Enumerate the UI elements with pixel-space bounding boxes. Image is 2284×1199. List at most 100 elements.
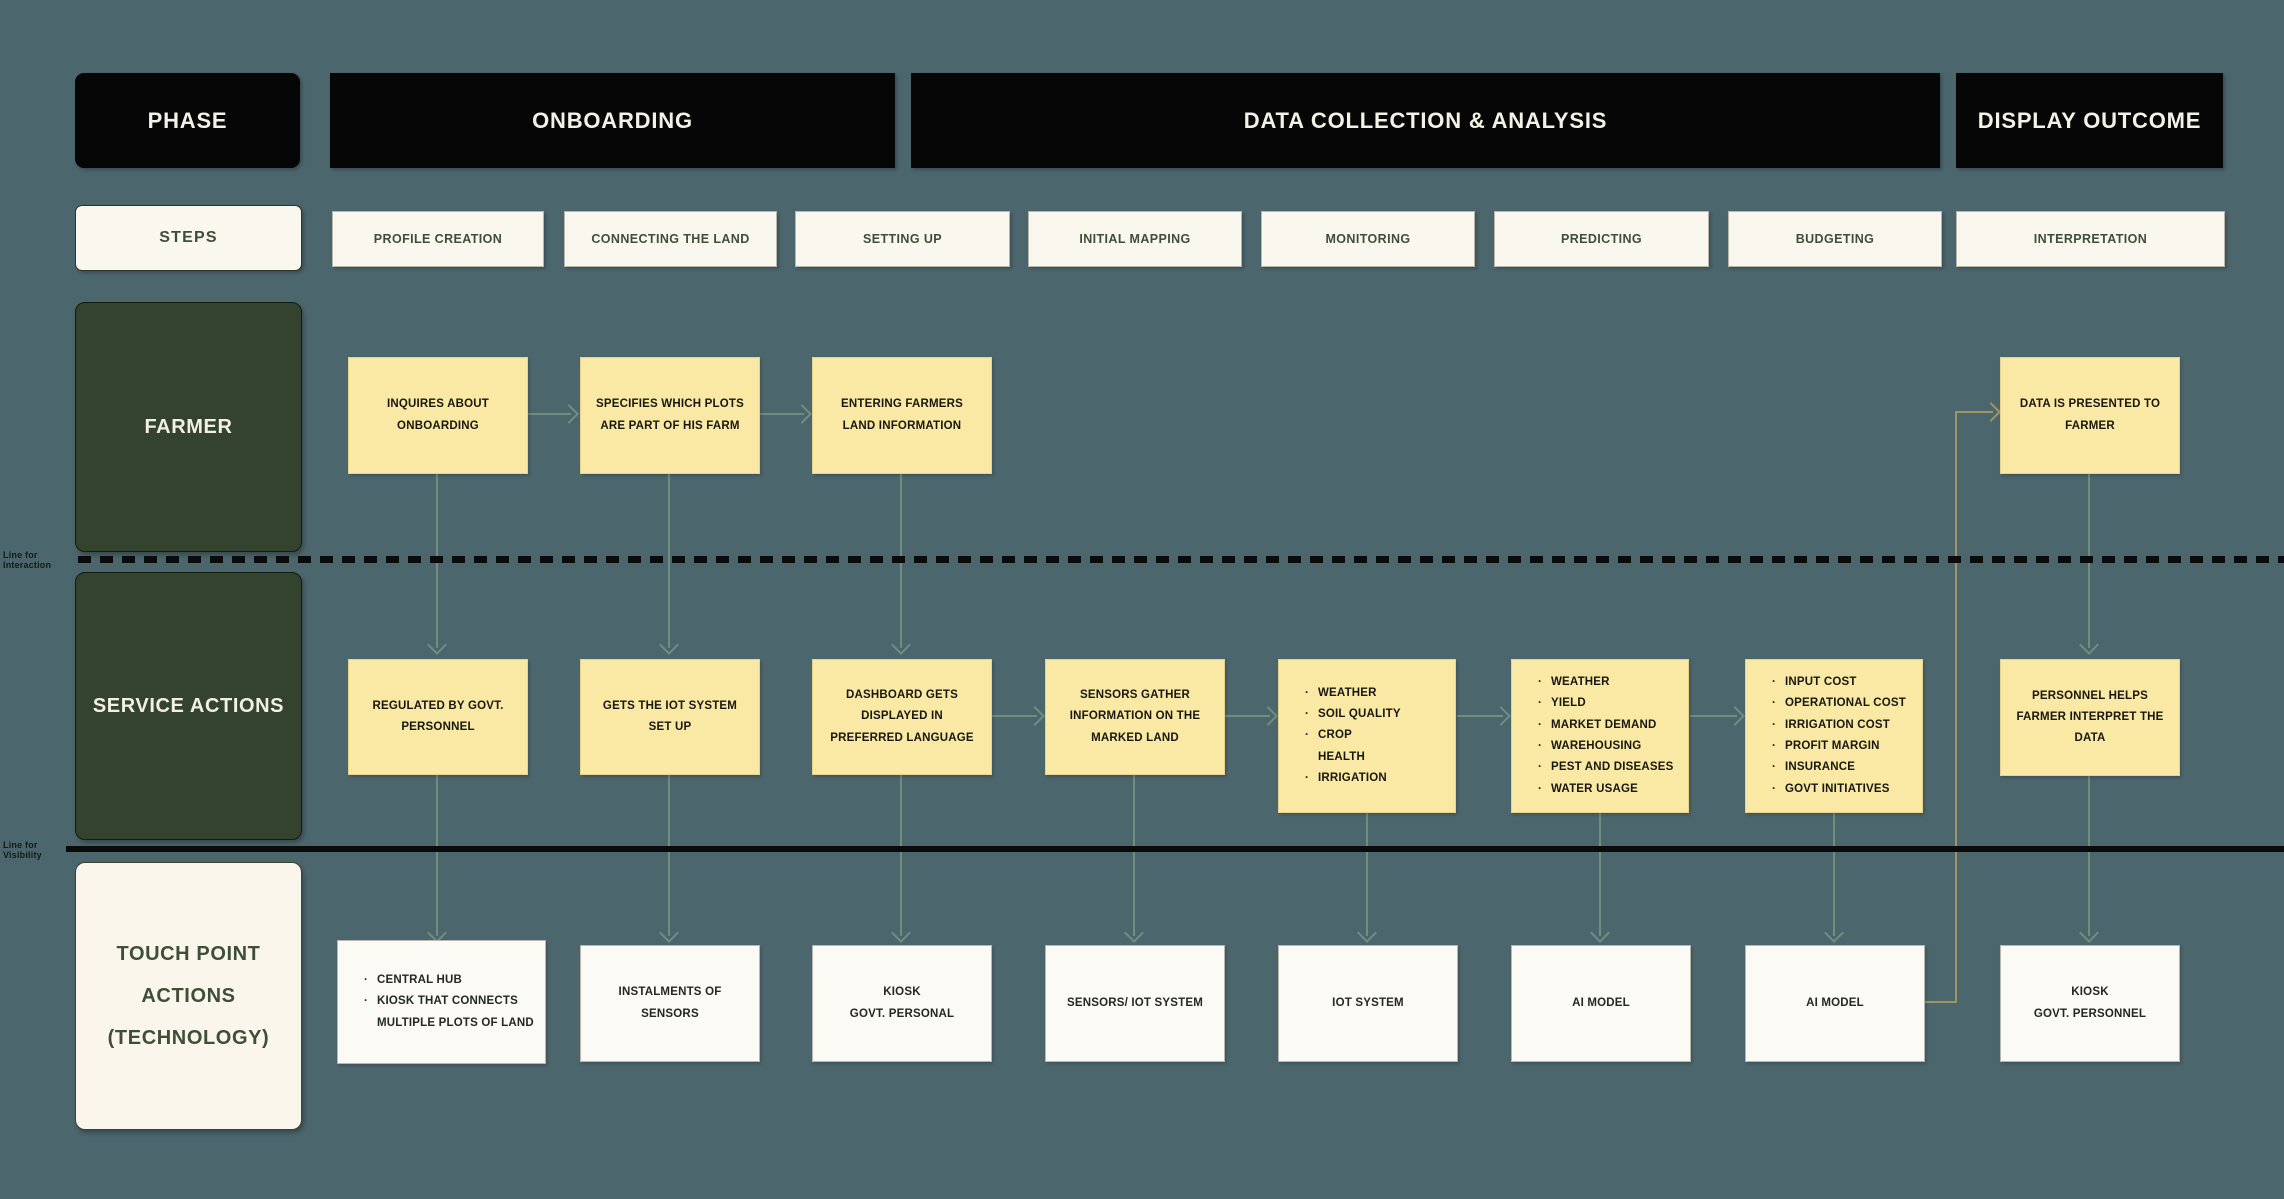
arrowhead-down-icon [1124,923,1144,943]
list-item: ·OPERATIONAL COST [1772,693,1906,714]
step-profile-creation: PROFILE CREATION [332,211,544,267]
service-note-dashboard-language: DASHBOARD GETS DISPLAYED IN PREFERRED LA… [812,659,992,775]
steps-header-cell: STEPS [75,205,302,271]
feedback-line-bottom-segment [1924,1001,1957,1004]
arrowhead-right-icon [1258,706,1278,726]
list-item-text: WEATHER [1318,686,1377,699]
bullet-dot-icon: · [1538,761,1543,774]
bullet-dot-icon: · [1772,740,1777,752]
line-of-interaction [78,556,2284,563]
step-predicting: PREDICTING [1494,211,1709,267]
list-item-text: INSURANCE [1785,761,1856,774]
farmer-note-specifies-plots: SPECIFIES WHICH PLOTS ARE PART OF HIS FA… [580,357,760,474]
list-item-text: CROP HEALTH [1318,729,1365,763]
touch-note-instalments-sensors: INSTALMENTS OF SENSORS [580,945,760,1062]
bullet-dot-icon: · [364,995,369,1008]
step-monitoring: MONITORING [1261,211,1475,267]
list-item: · PROFIT MARGIN [1772,736,1880,757]
connector-service-touch-col3 [900,773,903,936]
touch-note-kiosk-personnel: KIOSK GOVT. PERSONNEL [2000,945,2180,1062]
arrowhead-down-icon [2079,923,2099,943]
service-note-sensors-gather: SENSORS GATHER INFORMATION ON THE MARKED… [1045,659,1225,775]
list-item-text: MARKET DEMAND [1551,718,1657,731]
arrow-monitoring-to-predicting [1457,715,1503,718]
phase-onboarding: ONBOARDING [330,73,895,168]
touch-note-ai-model-budgeting: AI MODEL [1745,945,1925,1062]
list-item-text: WATER USAGE [1551,782,1638,795]
list-item: · WAREHOUSING [1538,736,1641,757]
arrowhead-down-icon [659,635,679,655]
arrow-sensors-to-monitoring [1224,715,1270,718]
line-for-interaction-label: Line for Interaction [3,550,52,570]
feedback-arrowhead-right-icon [1981,402,2001,422]
list-item: · MARKET DEMAND [1538,715,1656,736]
list-item: ·YIELD [1538,693,1586,714]
touch-note-iot-system: IOT SYSTEM [1278,945,1458,1062]
list-item: · IRRIGATION COST [1772,715,1890,736]
bullet-dot-icon: · [1772,761,1777,774]
list-item-text: KIOSK THAT CONNECTS MULTIPLE PLOTS OF LA… [377,995,534,1029]
farmer-note-data-presented: DATA IS PRESENTED TO FARMER [2000,357,2180,474]
farmer-note-entering-land-info: ENTERING FARMERS LAND INFORMATION [812,357,992,474]
bullet-dot-icon: · [364,974,369,987]
list-item: ·WEATHER [1538,672,1610,693]
phase-data-collection: DATA COLLECTION & ANALYSIS [911,73,1940,168]
service-note-monitoring-list: ·WEATHER · SOIL QUALITY ·CROP HEALTH · IRR… [1278,659,1456,813]
list-item-text: WAREHOUSING [1551,740,1642,752]
list-item-text: IRRIGATION COST [1785,718,1891,731]
list-item-text: WEATHER [1551,676,1610,689]
bullet-dot-icon: · [1538,740,1543,752]
bullet-dot-icon: · [1772,676,1777,689]
lane-farmer: FARMER [75,302,302,552]
bullet-dot-icon: · [1305,771,1310,784]
connector-service-touch-col6 [1599,813,1602,936]
connector-service-touch-col8 [2088,773,2091,936]
arrowhead-down-icon [1357,923,1377,943]
service-note-regulated: REGULATED BY GOVT. PERSONNEL [348,659,528,775]
bullet-dot-icon: · [1305,708,1310,721]
lane-service-actions: SERVICE ACTIONS [75,572,302,840]
arrow-inquires-to-specifies [527,413,571,416]
bullet-dot-icon: · [1772,718,1777,731]
phase-display-outcome: DISPLAY OUTCOME [1956,73,2223,168]
step-connecting-the-land: CONNECTING THE LAND [564,211,777,267]
list-item: ·WEATHER [1305,683,1377,704]
connector-service-touch-col2 [668,773,671,936]
list-item-text: IRRIGATION [1318,771,1387,784]
step-interpretation: INTERPRETATION [1956,211,2225,267]
bullet-dot-icon: · [1538,718,1543,731]
list-item: · INPUT COST [1772,672,1857,693]
list-item: · KIOSK THAT CONNECTS MULTIPLE PLOTS OF L… [364,991,534,1034]
list-item-text: SOIL QUALITY [1318,708,1401,721]
connector-service-touch-col5 [1366,813,1369,936]
service-note-predicting-list: ·WEATHER ·YIELD ·MARKET DEMAND ·WAREHOUS… [1511,659,1689,813]
touch-note-ai-model-predicting: AI MODEL [1511,945,1691,1062]
feedback-line-vertical-segment [1955,411,1958,1003]
farmer-note-inquires: INQUIRES ABOUT ONBOARDING [348,357,528,474]
arrowhead-down-icon [2079,635,2099,655]
service-note-personnel-interpret: PERSONNEL HELPS FARMER INTERPRET THE DAT… [2000,659,2180,776]
touch-note-central-hub-list: · CENTRAL HUB · KIOSK THAT CONNECTS MULTIP… [337,940,546,1064]
list-item: ·GOVT INITIATIVES [1772,779,1890,800]
arrowhead-down-icon [891,923,911,943]
arrow-dashboard-to-sensors [991,715,1037,718]
arrowhead-down-icon [1824,923,1844,943]
feedback-line-top-segment [1955,411,1993,414]
list-item-text: PROFIT MARGIN [1785,740,1880,752]
bullet-dot-icon: · [1772,697,1777,710]
list-item-text: GOVT INITIATIVES [1785,782,1890,795]
list-item: ·CROP HEALTH [1305,725,1365,768]
arrowhead-down-icon [1590,923,1610,943]
line-for-visibility-label: Line for Visibility [3,840,42,860]
service-note-iot-setup: GETS THE IOT SYSTEM SET UP [580,659,760,775]
list-item-text: INPUT COST [1785,676,1857,689]
list-item-text: CENTRAL HUB [377,974,463,987]
list-item-text: PEST AND DISEASES [1551,761,1674,774]
arrowhead-right-icon [1491,706,1511,726]
arrowhead-down-icon [659,923,679,943]
arrow-specifies-to-entering [760,413,804,416]
touch-note-kiosk-personal: KIOSK GOVT. PERSONAL [812,945,992,1062]
arrowhead-down-icon [427,635,447,655]
list-item: · CENTRAL HUB [364,970,462,991]
connector-service-touch-col7 [1833,813,1836,936]
